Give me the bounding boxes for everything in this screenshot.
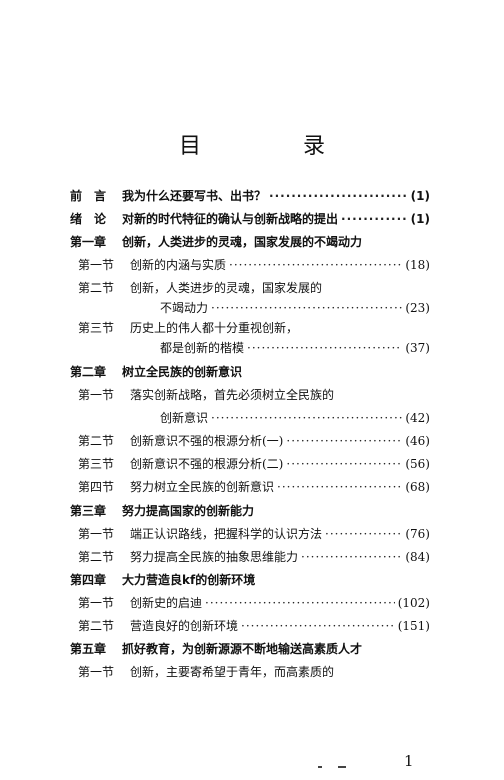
toc-label: 第二节 [78,550,115,564]
toc-chapter-row: 第一章 创新，人类进步的灵魂，国家发展的不竭动力 [70,234,430,250]
toc-leader-dots: ········································… [211,301,403,315]
toc-entry-text: 创新意识不强的根源分析(一) [130,434,284,448]
toc-entry-text: 都是创新的楷模 [160,341,245,355]
toc-leader-dots: ········································… [241,619,395,633]
toc-page-ref: (42) [405,411,430,425]
toc-entry-text: 创新的内涵与实质 [130,258,227,272]
toc-page-ref: (56) [405,457,430,471]
toc-entry-text: 营造良好的创新环境 [130,619,239,633]
scan-speck [338,766,346,768]
toc-label: 第一节 [78,258,115,272]
toc-leader-dots: ········································… [301,550,403,564]
toc-entry-text: 不竭动力 [160,301,209,315]
toc-section-row: 第一节 落实创新战略，首先必须树立全民族的 [78,387,430,403]
toc-chapter-row: 前 言 我为什么还要写书、出书？·························… [70,188,430,204]
toc-entry-text: 创新，人类进步的灵魂，国家发展的不竭动力 [122,235,363,249]
toc-section-row: 第二节 营造良好的创新环境····························… [78,618,430,634]
toc-leader-dots: ········································… [247,341,402,355]
toc-entry-text: 端正认识路线，把握科学的认识方法 [130,527,323,541]
toc-label: 第一节 [78,527,115,541]
toc-section-row: 第四节 努力树立全民族的创新意识·························… [78,479,430,495]
toc-entry-text: 努力提高全民族的抽象思维能力 [130,550,299,564]
toc-page-ref: (1) [410,189,430,203]
toc-leader-dots: ········································… [325,527,403,541]
toc-entry-text: 创新史的启迪 [130,596,203,610]
toc-chapter-row: 第五章 抓好教育，为创新源源不断地输送高素质人才 [70,641,430,657]
toc-page-ref: (46) [405,434,430,448]
toc-entry-text: 大力营造良kf的创新环境 [122,573,256,587]
toc-leader-dots: ········································… [341,212,408,226]
toc-label: 第五章 [70,642,107,656]
toc-section-row: 第一节 端正认识路线，把握科学的认识方法·····················… [78,526,430,542]
toc-leader-dots: ········································… [286,434,402,448]
toc-label: 第二节 [78,281,115,295]
toc-chapter-row: 第三章 努力提高国家的创新能力 [70,503,430,519]
toc-leader-dots: ········································… [229,258,403,272]
toc-chapter-row: 绪 论 对新的时代特征的确认与创新战略的提出···················… [70,211,430,227]
toc-leader-dots: ········································… [286,457,402,471]
toc-entry-text: 创新，主要寄希望于青年，而高素质的 [130,665,335,679]
toc-entry-text: 努力树立全民族的创新意识 [130,480,275,494]
toc-entry-text: 创新，人类进步的灵魂，国家发展的 [130,281,323,295]
toc-page-ref: (23) [405,301,430,315]
toc-label: 第三章 [70,504,107,518]
toc-entry-text: 努力提高国家的创新能力 [122,504,255,518]
toc-label: 第四节 [78,480,115,494]
page-title: 目 录 [178,134,365,159]
toc-entry-text: 历史上的伟人都十分重视创新， [130,321,299,335]
toc-section-row: 都是创新的楷模·································… [78,340,430,356]
toc-label: 绪 论 [70,212,107,226]
toc-entry-text: 创新意识 [160,411,209,425]
toc-entry-text: 落实创新战略，首先必须树立全民族的 [130,388,335,402]
toc-label: 第一节 [78,665,115,679]
toc-section-row: 第二节 努力提高全民族的抽象思维能力·······················… [78,549,430,565]
toc-section-row: 第二节 创新意识不强的根源分析(一)·······················… [78,433,430,449]
toc-label: 前 言 [70,189,107,203]
toc-section-row: 第三节 历史上的伟人都十分重视创新， [78,320,430,336]
toc-page-ref: (68) [405,480,430,494]
toc-page-ref: (76) [405,527,430,541]
toc-section-row: 第三节 创新意识不强的根源分析(二)·······················… [78,456,430,472]
toc-label: 第一节 [78,388,115,402]
toc-label: 第二节 [78,434,115,448]
toc-entry-text: 抓好教育，为创新源源不断地输送高素质人才 [122,642,363,656]
toc-label: 第三节 [78,457,115,471]
toc-entry-text: 我为什么还要写书、出书？ [122,189,267,203]
toc-page-ref: (102) [397,596,430,610]
toc-chapter-row: 第二章 树立全民族的创新意识 [70,364,430,380]
scan-speck [318,766,322,768]
toc-page-ref: (37) [405,341,430,355]
toc-section-row: 第一节 创新，主要寄希望于青年，而高素质的 [78,664,430,680]
toc-label: 第一节 [78,596,115,610]
toc-entry-text: 对新的时代特征的确认与创新战略的提出 [122,212,339,226]
toc-leader-dots: ········································… [211,411,403,425]
toc-label: 第二节 [78,619,115,633]
toc-label: 第四章 [70,573,107,587]
toc-entry-text: 创新意识不强的根源分析(二) [130,457,284,471]
toc-page-ref: (151) [397,619,430,633]
toc-label: 第二章 [70,365,107,379]
toc-label: 第三节 [78,321,115,335]
toc-page-ref: (84) [405,550,430,564]
toc-section-row: 创新意识····································… [78,410,430,426]
toc-section-row: 不竭动力····································… [78,300,430,316]
page-number: 1 [404,752,414,770]
toc-label: 第一章 [70,235,107,249]
toc-section-row: 第一节 创新的内涵与实质·····························… [78,257,430,273]
toc-section-row: 第一节 创新史的启迪·······························… [78,595,430,611]
toc-leader-dots: ········································… [269,189,408,203]
toc-page-ref: (1) [410,212,430,226]
toc-page-ref: (18) [405,258,430,272]
toc-section-row: 第二节 创新，人类进步的灵魂，国家发展的 [78,280,430,296]
toc-leader-dots: ········································… [277,480,403,494]
toc-entry-text: 树立全民族的创新意识 [122,365,243,379]
toc-chapter-row: 第四章 大力营造良kf的创新环境 [70,572,430,588]
toc-leader-dots: ········································… [205,596,395,610]
